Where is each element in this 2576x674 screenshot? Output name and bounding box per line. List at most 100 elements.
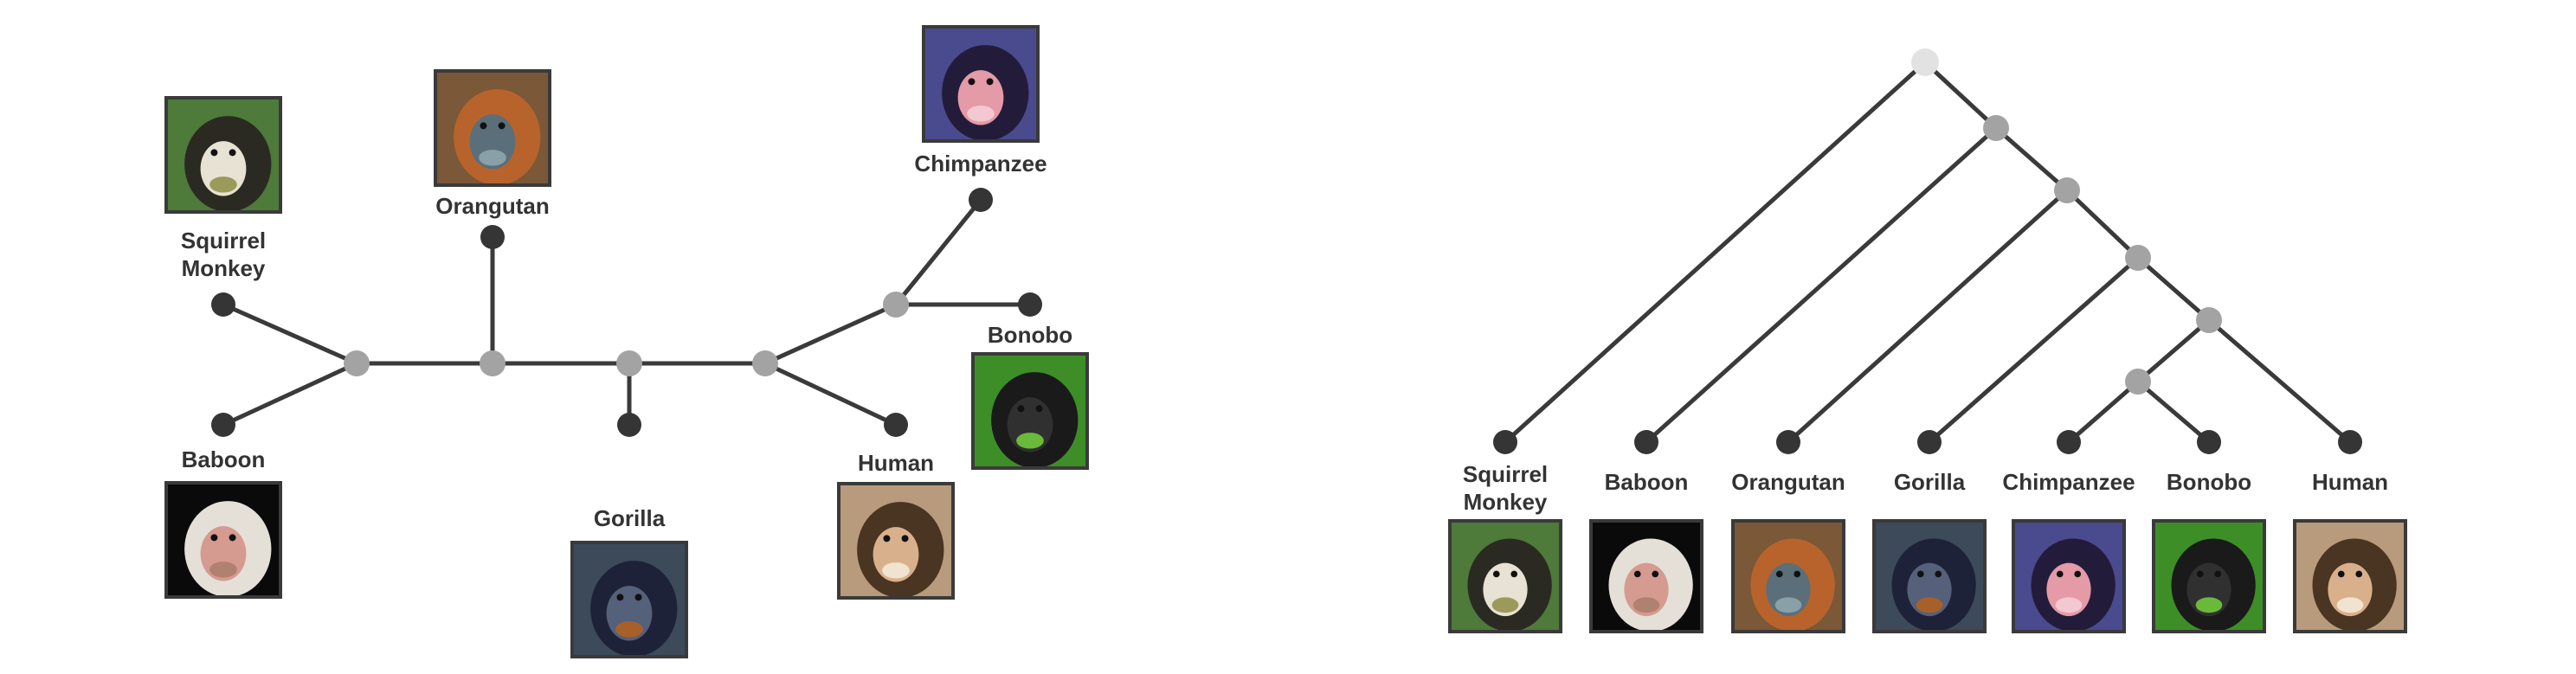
- photo-orangutan: [434, 69, 551, 187]
- tree-edge: [1786, 188, 2070, 445]
- photo-frame: [2293, 519, 2407, 633]
- photo-mouth: [209, 177, 237, 193]
- photo-eye: [616, 594, 624, 601]
- leaf-node-human: [2338, 430, 2362, 454]
- photo-mouth: [2336, 597, 2364, 613]
- photo-eye: [1510, 570, 1518, 578]
- photo-mouth: [209, 562, 237, 578]
- photo-frame: [1448, 519, 1562, 633]
- photo-baboon: [1589, 519, 1703, 633]
- unrooted-tree: SquirrelMonkeyBaboonOrangutanGorillaChim…: [164, 25, 1089, 658]
- leaf-label-bonobo: Bonobo: [2167, 469, 2251, 495]
- photo-squirrel: [1448, 519, 1562, 633]
- internal-node: [1983, 115, 2009, 141]
- leaf-label-orangutan: Orangutan: [435, 193, 549, 219]
- internal-node: [344, 350, 370, 376]
- leaf-node-orangutan: [480, 225, 505, 249]
- photo-gorilla: [1872, 519, 1987, 633]
- unrooted-tree-photos: [164, 25, 1089, 658]
- photo-frame: [164, 96, 282, 214]
- photo-frame: [164, 481, 282, 599]
- tree-edge: [1927, 255, 2141, 445]
- photo-human: [837, 482, 955, 600]
- photo-eye: [1633, 570, 1641, 578]
- photo-mouth: [479, 150, 506, 166]
- photo-eye: [498, 122, 506, 130]
- photo-mouth: [967, 106, 995, 122]
- leaf-node-gorilla: [1917, 430, 1942, 454]
- photo-eye: [1794, 570, 1801, 578]
- tree-edge: [2135, 318, 2212, 384]
- tree-edge: [2135, 379, 2212, 445]
- tree-edge: [2066, 379, 2141, 445]
- rooted-tree-nodes: [1493, 48, 2362, 454]
- photo-eye: [2056, 570, 2064, 578]
- photo-mouth: [1016, 433, 1044, 449]
- internal-node: [2125, 245, 2151, 271]
- photo-frame: [2012, 519, 2126, 633]
- leaf-label-baboon: Baboon: [1605, 469, 1689, 495]
- leaf-node-chimpanzee: [2057, 430, 2081, 454]
- photo-frame: [971, 352, 1089, 470]
- leaf-node-squirrel: [1493, 430, 1517, 454]
- unrooted-tree-labels: SquirrelMonkeyBaboonOrangutanGorillaChim…: [181, 151, 1072, 531]
- rooted-tree-edges: [1503, 60, 2353, 445]
- photo-mouth: [1916, 597, 1943, 613]
- tree-edge: [2206, 318, 2353, 445]
- tree-edge: [1993, 125, 2070, 193]
- leaf-label-baboon: Baboon: [182, 446, 266, 472]
- photo-mouth: [1491, 597, 1519, 613]
- photo-frame: [922, 25, 1040, 143]
- leaf-node-orangutan: [1776, 430, 1800, 454]
- leaf-label-gorilla: Gorilla: [594, 505, 666, 531]
- photo-eye: [1035, 405, 1043, 413]
- photo-chimpanzee: [922, 25, 1040, 143]
- internal-node: [883, 292, 909, 318]
- photo-frame: [570, 541, 688, 658]
- leaf-node-baboon: [211, 413, 235, 437]
- leaf-node-chimpanzee: [969, 188, 993, 212]
- photo-mouth: [1633, 597, 1660, 613]
- photo-orangutan: [1731, 519, 1845, 633]
- photo-squirrel: [164, 96, 282, 214]
- tree-edge: [2064, 188, 2141, 260]
- photo-eye: [2196, 570, 2204, 578]
- photo-eye: [634, 594, 642, 601]
- photo-mouth: [2055, 597, 2083, 613]
- photo-eye: [1652, 570, 1659, 578]
- leaf-label-human: Human: [2312, 469, 2388, 495]
- photo-frame: [1589, 519, 1703, 633]
- internal-node: [2054, 177, 2080, 203]
- leaf-node-human: [884, 413, 908, 437]
- tree-edge: [893, 197, 983, 307]
- photo-chimpanzee: [2012, 519, 2126, 633]
- photo-eye: [883, 535, 891, 542]
- photo-eye: [229, 149, 236, 157]
- photo-bonobo: [2152, 519, 2266, 633]
- photo-eye: [210, 534, 218, 542]
- leaf-label-chimpanzee: Chimpanzee: [2002, 469, 2135, 495]
- photo-eye: [901, 535, 909, 542]
- tree-edge: [221, 302, 359, 366]
- photo-frame: [1872, 519, 1987, 633]
- internal-node: [480, 350, 506, 376]
- leaf-label-squirrel-line1: Squirrel: [181, 228, 266, 254]
- leaf-label-human: Human: [858, 450, 934, 476]
- leaf-label-bonobo: Bonobo: [988, 322, 1072, 348]
- unrooted-tree-edges: [221, 197, 1033, 427]
- leaf-label-squirrel-line2: Monkey: [1464, 489, 1548, 515]
- tree-edge: [763, 302, 898, 366]
- tree-edge: [1644, 125, 1999, 445]
- tree-edge: [1503, 60, 1928, 445]
- photo-eye: [1492, 570, 1500, 578]
- photo-human: [2293, 519, 2407, 633]
- internal-node: [2196, 307, 2222, 333]
- photo-mouth: [615, 621, 643, 638]
- photo-eye: [968, 78, 976, 86]
- photo-eye: [480, 122, 487, 130]
- photo-eye: [210, 149, 218, 157]
- root-node: [1911, 48, 1939, 76]
